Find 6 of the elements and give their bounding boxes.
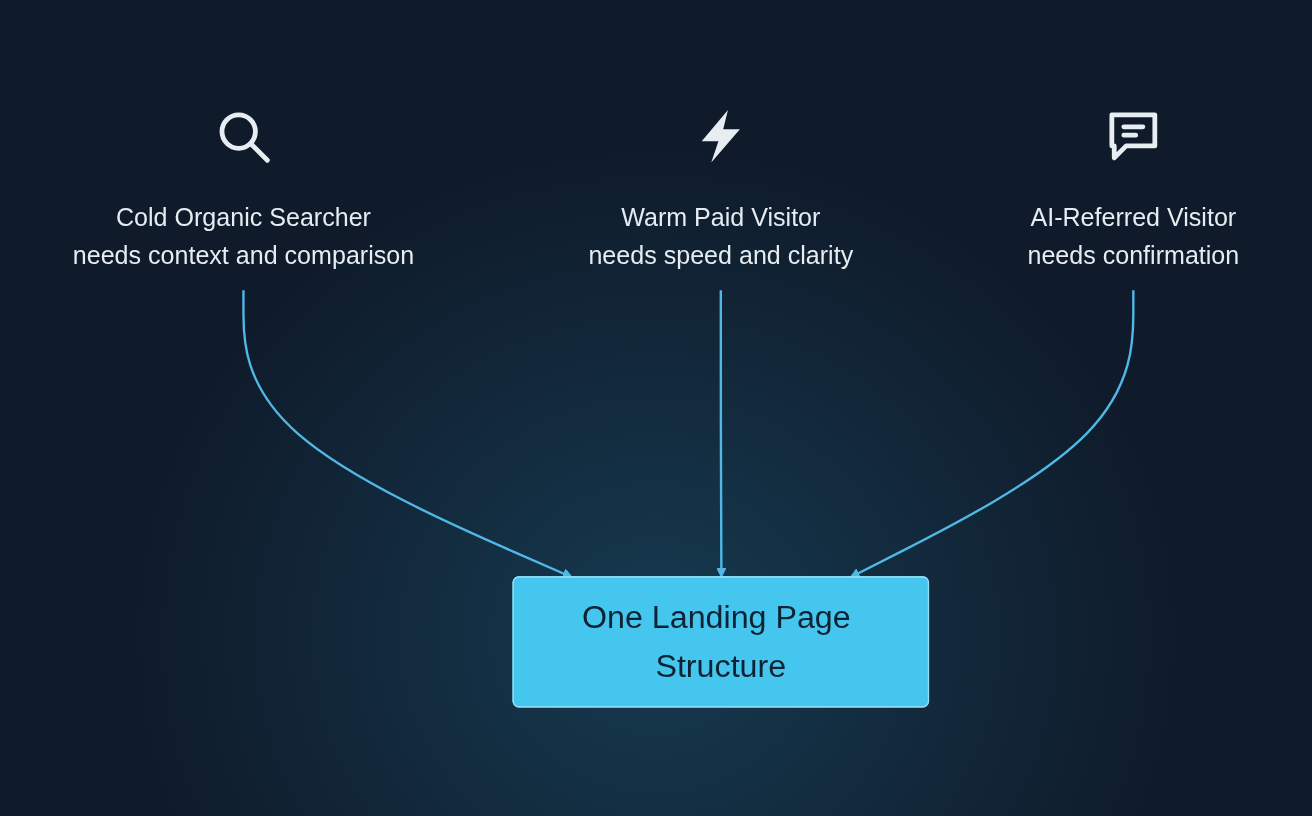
node-text: Cold Organic Searcher needs context and comparison — [72, 202, 415, 268]
node-text: AI-Referred Visitor needs confirmation — [1027, 202, 1240, 268]
node-text: Warm Paid Visitor needs speed and clarity — [588, 202, 854, 268]
arrow — [242, 289, 573, 578]
arrow — [716, 289, 727, 578]
arrow — [849, 289, 1135, 578]
